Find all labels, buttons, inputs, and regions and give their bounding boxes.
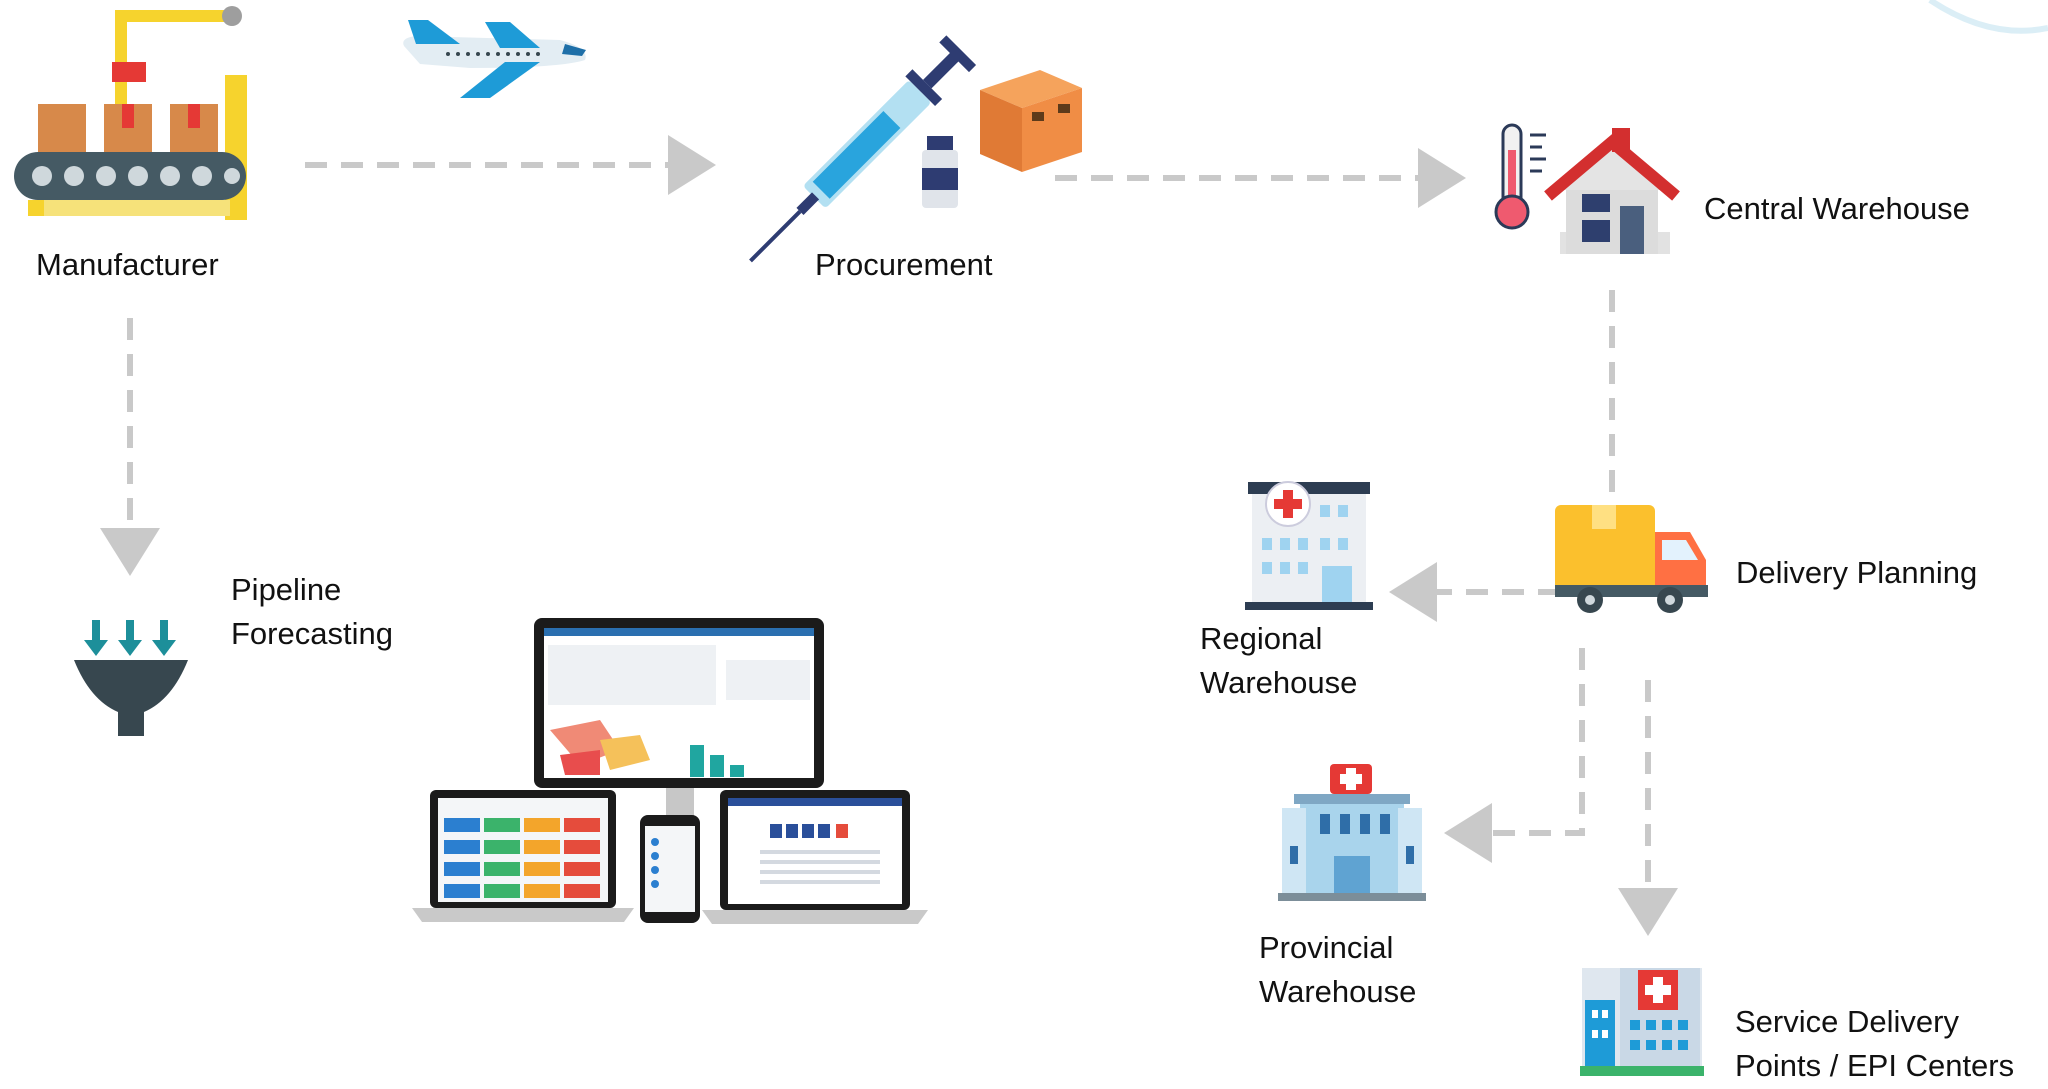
service-delivery-line2: Points / EPI Centers: [1735, 1048, 2015, 1083]
arrow-delivery-provincial: [1444, 648, 1585, 863]
delivery-planning-label: Delivery Planning: [1736, 555, 1978, 590]
regional-warehouse-label: Regional Warehouse: [1200, 617, 1357, 705]
provincial-warehouse-label: Provincial Warehouse: [1259, 926, 1416, 1014]
procurement-label: Procurement: [815, 247, 993, 282]
provincial-warehouse-line2: Warehouse: [1259, 974, 1417, 1009]
service-delivery-line1: Service Delivery: [1735, 1004, 1959, 1039]
pipeline-forecasting-label: Pipeline Forecasting: [231, 568, 393, 656]
central-warehouse-label: Central Warehouse: [1704, 191, 1970, 226]
service-delivery-label: Service Delivery Points / EPI Centers: [1735, 1000, 2014, 1088]
provincial-warehouse-line1: Provincial: [1259, 930, 1394, 965]
manufacturer-label: Manufacturer: [36, 247, 219, 282]
regional-warehouse-line1: Regional: [1200, 621, 1323, 656]
regional-warehouse-line2: Warehouse: [1200, 665, 1358, 700]
pipeline-forecasting-line2: Forecasting: [231, 616, 393, 651]
pipeline-forecasting-line1: Pipeline: [231, 572, 342, 607]
